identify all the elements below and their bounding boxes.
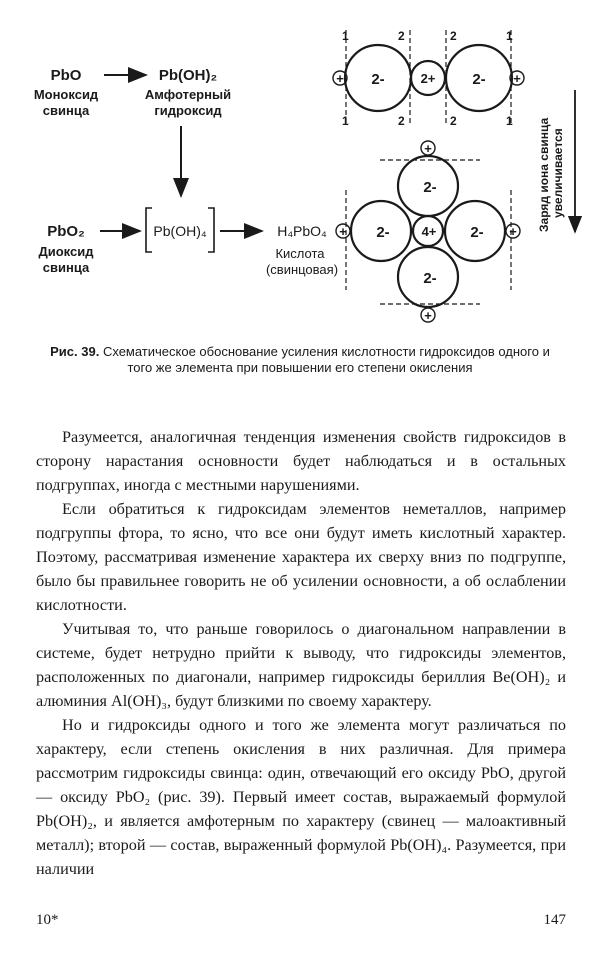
side-label-line2: увеличивается (551, 128, 565, 218)
anion-label-right: 2- (472, 71, 485, 88)
figure-caption: Рис. 39. Схематическое обоснование усиле… (40, 344, 560, 376)
proton-circle-right (509, 70, 525, 86)
proton-circle-right-lower (505, 223, 521, 239)
pbo2-name-line1: Диоксид (38, 244, 94, 259)
pbo2-name-line2: свинца (43, 260, 90, 275)
proton-circle-left (332, 70, 348, 86)
paragraph-2: Если обратиться к гидроксидам элементов … (36, 500, 566, 614)
formula-pbo2: PbO₂ (47, 223, 85, 240)
paragraph-3: Учитывая то, что раньше говорилось о диа… (36, 620, 566, 710)
anion-label-left-lower: 2- (376, 224, 389, 241)
body-text: Разумеется, аналогичная тенденция измене… (36, 425, 566, 881)
figure-39: PbO Моноксид свинца Pb(OH)₂ Амфотерный г… (0, 0, 600, 330)
anion-label-top: 2- (423, 179, 436, 196)
cation-label-pb2: 2+ (421, 71, 436, 86)
formula-pboh4: Pb(OH)₄ (153, 223, 206, 239)
pboh2-name-line1: Амфотерный (145, 87, 231, 102)
dim-label-2-top-left: 2 (398, 29, 405, 43)
proton-label-bottom: + (424, 308, 432, 323)
figure-caption-label: Рис. 39. (50, 344, 100, 359)
dim-label-2-bottom-left: 2 (398, 114, 405, 128)
dim-label-2-top-right: 2 (450, 29, 457, 43)
dim-label-2-bottom-right: 2 (450, 114, 457, 128)
acid-name-line2: (свинцовая) (266, 262, 338, 277)
proton-circle-bottom (420, 307, 436, 323)
figure-caption-text: Схематическое обоснование усиления кисло… (99, 344, 550, 375)
anion-label-bottom: 2- (423, 270, 436, 287)
proton-label-right: + (513, 71, 521, 86)
paragraph-4: Но и гидроксиды одного и того же элемент… (36, 716, 566, 878)
pboh2-name-line2: гидроксид (154, 103, 222, 118)
dim-label-1-top-right: 1 (506, 29, 513, 43)
bracket-left (145, 207, 152, 253)
ion-model-pboh4 (335, 140, 521, 323)
proton-label-left-lower: + (339, 224, 347, 239)
dim-label-1-top-left: 1 (342, 29, 349, 43)
proton-circle-top (420, 140, 436, 156)
anion-circle-right (444, 43, 514, 113)
anion-circle-left-lower (349, 199, 413, 263)
anion-label-right-lower: 2- (470, 224, 483, 241)
ion-model-pboh2 (332, 30, 525, 126)
printer-signature: 10* (36, 912, 59, 928)
proton-circle-left-lower (335, 223, 351, 239)
dim-label-1-bottom-left: 1 (342, 114, 349, 128)
proton-label-right-lower: + (509, 224, 517, 239)
cation-label-pb4: 4+ (422, 224, 437, 239)
bracket-right (208, 207, 215, 253)
dim-label-1-bottom-right: 1 (506, 114, 513, 128)
side-label-line1: Заряд иона свинца (537, 118, 551, 232)
anion-circle-right-lower (443, 199, 507, 263)
proton-label-left: + (336, 71, 344, 86)
pbo-name-line2: свинца (43, 103, 90, 118)
acid-name-line1: Кислота (275, 246, 325, 261)
formula-pbo: PbO (51, 67, 82, 84)
formula-pboh2: Pb(OH)₂ (159, 67, 217, 84)
page-number: 147 (543, 912, 567, 928)
pbo-name-line1: Моноксид (34, 87, 99, 102)
paragraph-1: Разумеется, аналогичная тенденция измене… (36, 428, 566, 494)
anion-circle-bottom (396, 245, 460, 309)
formula-h4pbo4: H₄PbO₄ (277, 223, 327, 239)
proton-label-top: + (424, 141, 432, 156)
anion-label-left: 2- (371, 71, 384, 88)
